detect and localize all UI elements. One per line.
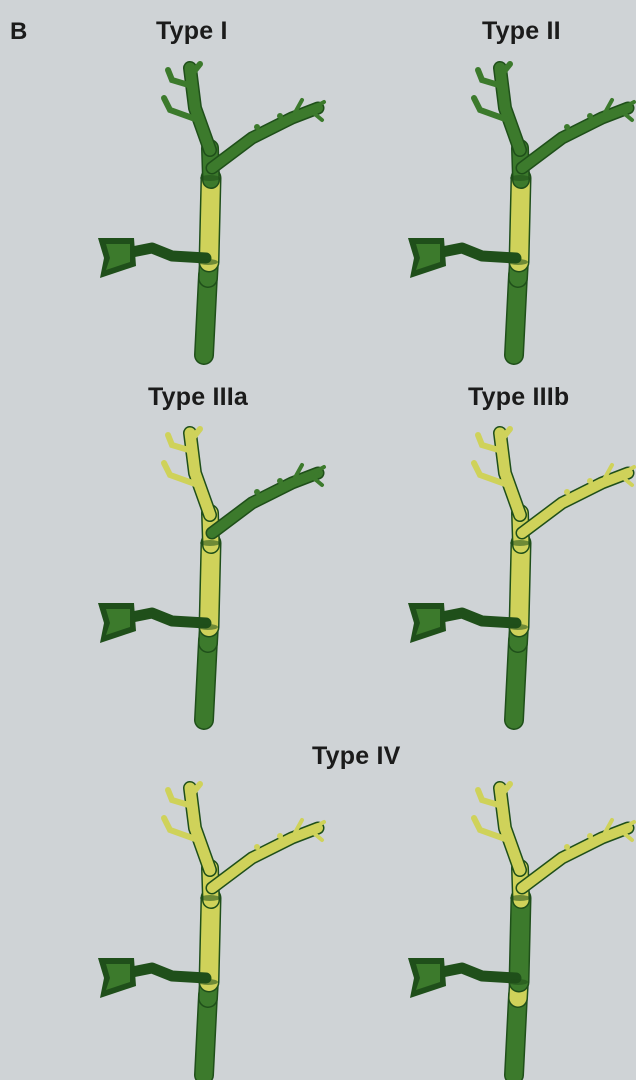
- label-type-i: Type I: [156, 17, 228, 46]
- plant-diagram-type-iv-left: [92, 780, 332, 1080]
- label-type-ii: Type II: [482, 17, 561, 46]
- bud: [564, 489, 570, 495]
- petiole: [132, 613, 206, 623]
- plant-diagram-type-i: [92, 60, 332, 360]
- stem-segment: [500, 788, 520, 870]
- plant-diagram-type-iiia: [92, 425, 332, 725]
- node-ring: [510, 175, 530, 181]
- bud: [277, 478, 283, 484]
- label-type-iiia: Type IIIa: [148, 383, 248, 412]
- node-ring: [510, 895, 530, 901]
- stem-segment: [519, 898, 521, 982]
- bud: [564, 124, 570, 130]
- petiole: [442, 613, 516, 623]
- plant-diagram-type-iv-right: [402, 780, 636, 1080]
- label-type-iiib: Type IIIb: [468, 383, 569, 412]
- bud: [254, 124, 260, 130]
- stem-segment: [209, 898, 211, 982]
- bud: [254, 489, 260, 495]
- node-ring: [510, 540, 530, 546]
- node-ring: [198, 979, 218, 985]
- petiole: [132, 248, 206, 258]
- bud: [564, 844, 570, 850]
- bud: [277, 833, 283, 839]
- bud: [587, 478, 593, 484]
- bud: [254, 844, 260, 850]
- plant-diagram-type-ii: [402, 60, 636, 360]
- node-ring: [198, 259, 218, 265]
- label-type-iv: Type IV: [312, 742, 400, 771]
- node-ring: [508, 979, 528, 985]
- stem-segment: [190, 68, 210, 150]
- petiole: [442, 968, 516, 978]
- stem-segment: [190, 433, 210, 515]
- stem-segment: [519, 178, 521, 262]
- plant-diagram-type-iiib: [402, 425, 636, 725]
- panel-letter: B: [10, 18, 27, 46]
- bud: [587, 833, 593, 839]
- stem-segment: [209, 543, 211, 627]
- stem-segment: [500, 68, 520, 150]
- node-ring: [198, 624, 218, 630]
- node-ring: [508, 259, 528, 265]
- stem-segment: [190, 788, 210, 870]
- node-ring: [200, 175, 220, 181]
- stem-segment: [209, 178, 211, 262]
- node-ring: [200, 540, 220, 546]
- stem-segment: [519, 543, 521, 627]
- petiole: [442, 248, 516, 258]
- node-ring: [508, 624, 528, 630]
- stem-segment: [500, 433, 520, 515]
- node-ring: [200, 895, 220, 901]
- bud: [587, 113, 593, 119]
- bud: [277, 113, 283, 119]
- petiole: [132, 968, 206, 978]
